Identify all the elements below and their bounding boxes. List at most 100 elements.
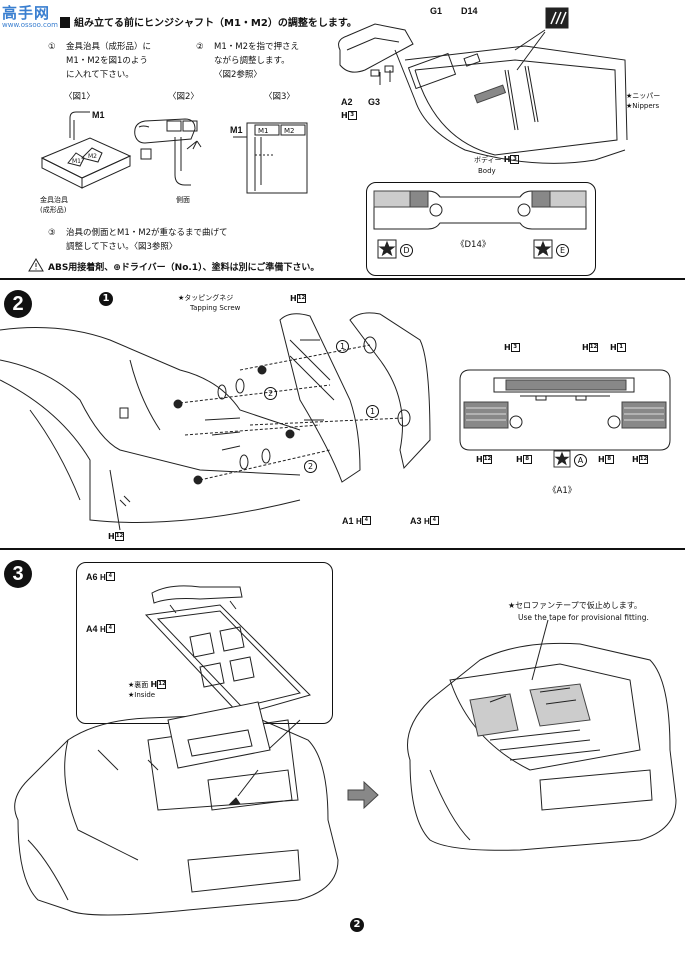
step3-car-open-illustration [14,701,339,916]
inside-en: ★Inside [128,691,156,699]
a1-text: A1 [342,516,354,526]
d14-label: D14 [461,6,478,16]
a1-h12-top-mark: H12 [582,343,598,352]
a2-label: A2 [341,97,353,107]
callout-2-top: 2 [264,387,277,400]
fig3-m1-label: M1 [230,125,243,135]
fig2-finger-illustration [134,118,202,186]
step1-title: 組み立てる前にヒンジシャフト（M1・M2）の調整をします。 [74,18,357,29]
star-d-icon [377,239,397,259]
a4-text: A4 [86,624,98,634]
instr3-line: 治具の側面とM1・M2が重なるまで曲げて [66,228,228,238]
step2-number: 2 [4,290,32,318]
g3-label: G3 [368,97,381,107]
warning-icon [28,258,44,272]
step3-number: 3 [4,560,32,588]
h-code: 4 [105,624,115,633]
h-code: 8 [604,455,614,464]
watermark-logo: 高手网 www.ossoo.com [2,2,58,29]
jig-label-line: 金具治具 [40,196,68,204]
svg-text:M2: M2 [88,153,97,160]
h-code: 12 [114,532,124,541]
g1-label: G1 [430,6,443,16]
a1-rear-view [459,369,671,451]
step2-part-ref: 1 [99,292,113,306]
fig3-m2-box: M2 [284,127,295,135]
fig1-m1-label: M1 [92,110,105,120]
a6-text: A6 [86,572,98,582]
nippers-jp: ★ニッパー [626,92,661,100]
screw-jp: ★タッピングネジ [178,294,234,302]
h-code: 8 [522,455,532,464]
warning-text: ABS用接着剤、⊕ドライバー（No.1）、塗料は別にご準備下さい。 [48,263,320,273]
next-arrow-icon [347,780,379,810]
instr2-line: M1・M2を指で押さえ [214,42,299,52]
instr1-line: M1・M2を図1のよう [66,56,148,66]
tape-jp: ★セロファンテープで仮止めします。 [508,601,642,610]
a3-text: A3 [410,516,422,526]
d14-decal-box [366,182,596,276]
callout-1-bottom: 1 [366,405,379,418]
jig-label-line: (成形品) [40,206,67,214]
inside-jp: ★裏面 [128,681,149,689]
instr2-line: 〈図2参照〉 [214,70,262,80]
h-code: 12 [482,455,492,464]
fig1-jig-illustration: M1 M2 [40,111,132,189]
h-code: 4 [361,516,371,525]
inside-label: ★裏面 H12 ★Inside [128,680,167,699]
side-label: 側面 [176,196,190,204]
step1-instr3: 治具の側面とM1・M2が重なるまで曲げて 調整して下さい。〈図3参照〉 [66,226,228,254]
h-code: 3 [510,343,520,352]
step1-instr3-num: ③ [48,228,56,238]
callout-1-top: 1 [336,340,349,353]
brand-logo-icon [545,7,569,29]
callout-2-bottom: 2 [304,460,317,473]
h-code: 4 [429,516,439,525]
body-label-en: Body [478,167,496,175]
h12-body-mark: H12 [108,532,124,541]
h12-mark: H12 [290,294,306,303]
jig-label: 金具治具 (成形品) [40,195,68,215]
step1-instr1-num: ① [48,42,56,52]
a1-caption: 《A1》 [548,486,577,496]
mark-d: D [400,244,413,257]
d14-decal-illustration [373,190,587,230]
d14-caption: 《D14》 [456,240,491,250]
mark-a: A [574,454,587,467]
step3-part-ref: 2 [350,918,364,932]
step3-car-closed-illustration [407,619,677,851]
step2-rear-assembly [0,312,431,531]
body-jp: ボディー [474,156,502,164]
divider-2 [0,548,685,550]
h-code: 12 [157,680,167,689]
step1-instr2: M1・M2を指で押さえ ながら調整します。 〈図2参照〉 [214,40,299,82]
watermark-brand: 高手网 [2,4,51,22]
a1-h12-left-mark: H12 [476,455,492,464]
h-code: 4 [105,572,115,581]
h-code: 12 [588,343,598,352]
fig3-label: 〈図3〉 [264,92,295,102]
star-e-icon [533,239,553,259]
svg-text:M1: M1 [72,158,81,165]
instr1-line: 金具治具（成形品）に [66,42,152,52]
step1-instr1: 金具治具（成形品）に M1・M2を図1のよう に入れて下さい。 [66,40,151,82]
h-code: 1 [616,343,626,352]
screw-en: Tapping Screw [190,304,241,312]
h-code: 3 [347,111,357,120]
star-a-icon [553,450,571,468]
instr3-line: 調整して下さい。〈図3参照〉 [66,242,178,252]
instr2-line: ながら調整します。 [214,56,290,66]
fig3-side-illustration [233,122,308,194]
step1-instr2-num: ② [196,42,204,52]
divider-1 [0,278,685,280]
